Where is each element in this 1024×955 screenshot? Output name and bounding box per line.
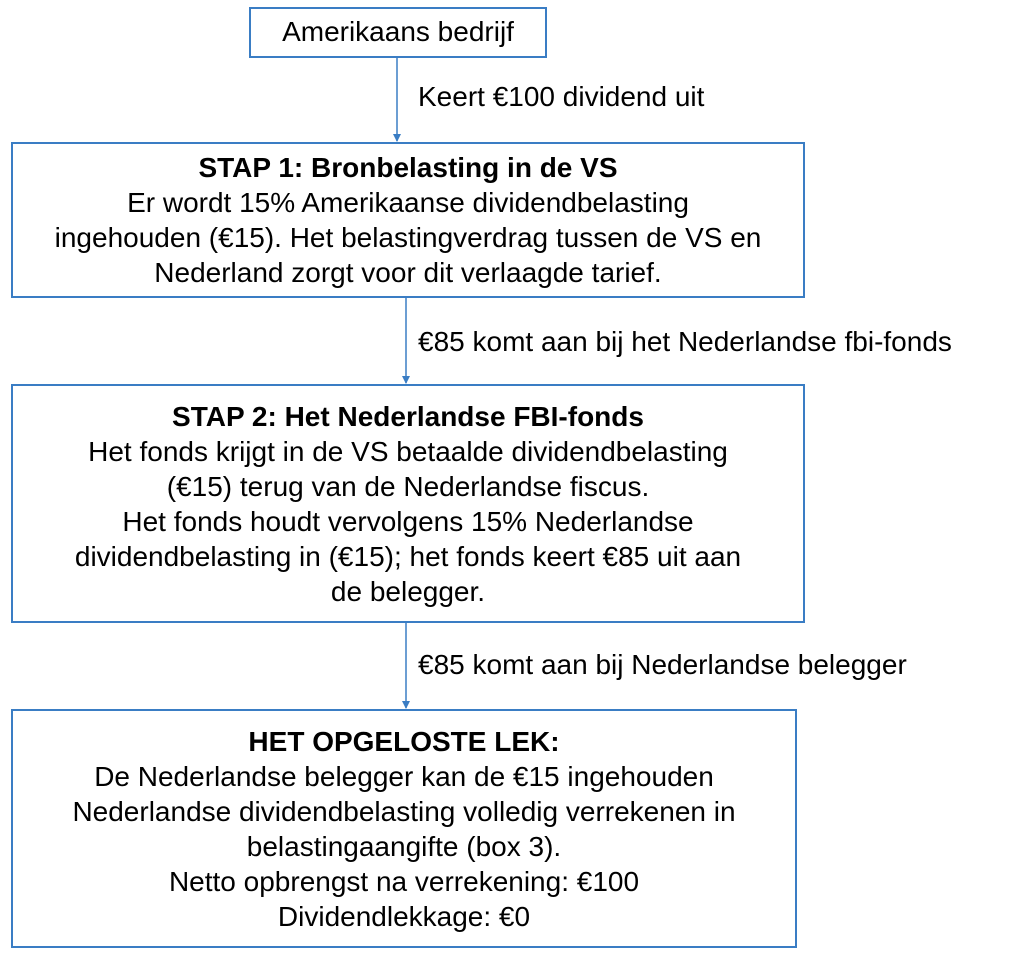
node-step3-line: Netto opbrengst na verrekening: €100	[168, 865, 640, 897]
node-step1-line: Er wordt 15% Amerikaanse dividendbelasti…	[127, 187, 689, 218]
node-start: Amerikaans bedrijf	[249, 7, 547, 58]
node-step2-title: STAP 2: Het Nederlandse FBI-fonds	[172, 400, 644, 432]
edge-label-arrives-at-fund: €85 komt aan bij het Nederlandse fbi-fon…	[418, 326, 952, 357]
node-step3-title: HET OPGELOSTE LEK:	[248, 725, 560, 757]
node-step2-line: dividendbelasting in (€15); het fonds ke…	[74, 540, 742, 572]
node-step1-line: Nederland zorgt voor dit verlaagde tarie…	[154, 257, 662, 288]
node-step2-line: (€15) terug van de Nederlandse fiscus.	[166, 470, 650, 502]
edge-label-dividend-payout: Keert €100 dividend uit	[418, 81, 705, 112]
node-step1-line: ingehouden (€15). Het belastingverdrag t…	[54, 222, 762, 253]
node-step2-line: Het fonds krijgt in de VS betaalde divid…	[88, 435, 728, 467]
node-step3-line: Dividendlekkage: €0	[277, 900, 531, 932]
node-step2: STAP 2: Het Nederlandse FBI-fonds Het fo…	[11, 384, 805, 623]
node-step1: STAP 1: Bronbelasting in de VS Er wordt …	[11, 142, 805, 298]
node-step1-title: STAP 1: Bronbelasting in de VS	[198, 152, 618, 183]
node-step3-line: Nederlandse dividendbelasting volledig v…	[72, 795, 736, 827]
edge-label-arrives-at-investor: €85 komt aan bij Nederlandse belegger	[418, 649, 907, 680]
node-step3-line: De Nederlandse belegger kan de €15 ingeh…	[94, 760, 714, 792]
node-step3: HET OPGELOSTE LEK: De Nederlandse belegg…	[11, 709, 797, 948]
node-step2-line: Het fonds houdt vervolgens 15% Nederland…	[122, 505, 694, 537]
node-start-text: Amerikaans bedrijf	[282, 16, 514, 47]
node-step2-line: de belegger.	[330, 575, 486, 607]
node-step3-line: belastingaangifte (box 3).	[246, 830, 562, 862]
